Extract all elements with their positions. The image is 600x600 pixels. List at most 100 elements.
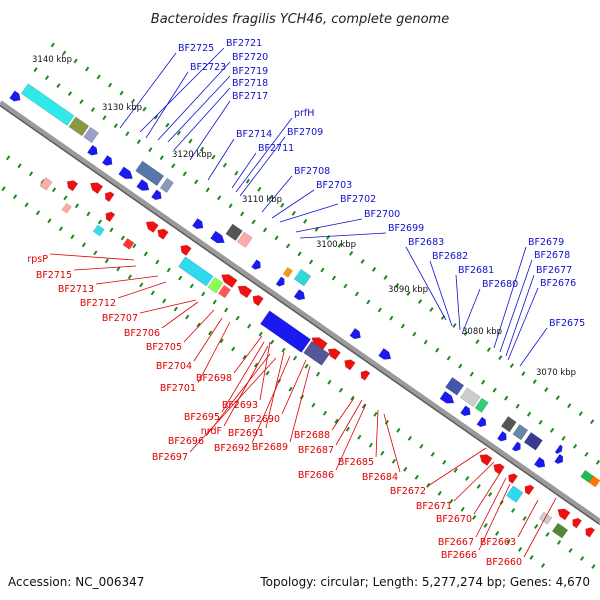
leader-line: [475, 477, 507, 538]
tick-mark: [240, 211, 245, 217]
tick-mark: [538, 419, 543, 425]
tick-mark: [453, 467, 458, 473]
reverse-gene-arrow: [157, 228, 169, 240]
forward-gene-label: BF2721: [226, 38, 262, 49]
gene-block: [500, 416, 517, 433]
forward-gene-label: BF2681: [458, 265, 494, 276]
gene-block: [459, 387, 481, 408]
gene-block: [512, 424, 529, 441]
leader-line: [478, 483, 511, 551]
tick-mark: [354, 291, 360, 297]
reverse-gene-label: BF2688: [294, 430, 330, 441]
kbp-marker-label: 3100 kbp: [316, 240, 356, 250]
tick-mark: [572, 443, 578, 449]
reverse-gene-label: BF2707: [102, 313, 138, 324]
tick-mark: [116, 266, 121, 272]
tick-mark: [590, 419, 595, 425]
reverse-gene-label: BF2697: [152, 452, 188, 463]
leader-line: [197, 321, 231, 384]
tick-mark: [127, 274, 132, 280]
tick-mark: [150, 290, 155, 296]
forward-gene-arrow: [192, 218, 204, 230]
forward-gene-label: BF2678: [534, 250, 570, 261]
leader-line: [427, 447, 487, 487]
leader-line: [235, 117, 293, 193]
tick-mark: [343, 283, 348, 289]
gene-block: [538, 511, 553, 525]
reverse-gene-label: BF2689: [252, 442, 288, 453]
tick-mark: [555, 395, 560, 401]
leader-line: [405, 246, 447, 321]
kbp-marker-label: 3110 kbp: [242, 195, 282, 205]
leader-line: [231, 152, 257, 189]
tick-mark: [182, 171, 187, 177]
leader-line: [193, 317, 223, 362]
tick-mark: [292, 355, 298, 361]
tick-mark: [517, 546, 523, 552]
gene-block: [236, 231, 253, 248]
tick-mark: [475, 339, 480, 345]
gene-block: [68, 116, 90, 137]
gene-block: [282, 267, 293, 278]
tick-mark: [265, 370, 270, 376]
tick-mark: [446, 355, 451, 361]
tick-mark: [247, 323, 252, 329]
tick-mark: [417, 299, 423, 304]
tick-mark: [70, 234, 75, 240]
reverse-gene-label: nrdF: [201, 426, 222, 437]
tick-mark: [6, 155, 11, 161]
leader-line: [383, 413, 401, 473]
tick-mark: [81, 242, 86, 248]
tick-mark: [125, 131, 130, 137]
reverse-gene-label: BF2713: [58, 284, 94, 295]
forward-gene-arrow: [275, 276, 285, 287]
tick-mark: [449, 498, 454, 504]
reverse-gene-label: BF2690: [244, 414, 280, 425]
tick-mark: [222, 162, 227, 168]
forward-gene-label: BF2719: [232, 66, 268, 77]
reverse-gene-label: BF2687: [298, 445, 334, 456]
map-title: Bacteroides fragilis YCH46, complete gen…: [151, 12, 449, 27]
reverse-gene-arrow: [66, 180, 79, 192]
forward-gene-label: BF2675: [549, 318, 585, 329]
forward-gene-arrow: [210, 230, 225, 244]
tick-marks: [1, 42, 600, 569]
forward-gene-label: BF2680: [482, 279, 518, 290]
reverse-gene-label: BF2660: [486, 557, 522, 568]
reverse-gene-arrow: [508, 473, 518, 484]
tick-mark: [130, 98, 136, 104]
tick-mark: [58, 226, 64, 232]
tick-mark: [119, 90, 124, 96]
leader-line: [523, 497, 557, 558]
tick-mark: [350, 395, 355, 401]
tick-mark: [311, 402, 316, 408]
tick-mark: [492, 387, 497, 393]
tick-mark: [384, 419, 389, 425]
gene-block: [61, 202, 72, 214]
tick-mark: [50, 42, 55, 48]
leader-line: [119, 52, 177, 129]
tick-mark: [171, 163, 176, 169]
forward-gene-label: BF2717: [232, 91, 268, 102]
reverse-gene-label: BF2686: [298, 470, 334, 481]
leader-line: [233, 335, 263, 374]
tick-mark: [73, 58, 78, 64]
gene-block: [83, 126, 99, 144]
tick-mark: [334, 418, 339, 424]
tick-mark: [142, 106, 147, 112]
gene-block: [92, 224, 105, 237]
leader-line: [279, 203, 339, 223]
reverse-gene-label: BF2695: [184, 412, 220, 423]
tick-mark: [262, 227, 268, 233]
tick-mark: [93, 250, 98, 256]
tick-mark: [506, 538, 511, 544]
tick-mark: [549, 427, 555, 433]
tick-mark: [231, 346, 236, 352]
forward-gene-arrow: [476, 416, 487, 428]
tick-mark: [579, 556, 585, 561]
tick-mark: [463, 331, 469, 336]
tick-mark: [511, 507, 516, 513]
tick-mark: [33, 67, 38, 73]
forward-gene-label: BF2700: [364, 209, 400, 220]
